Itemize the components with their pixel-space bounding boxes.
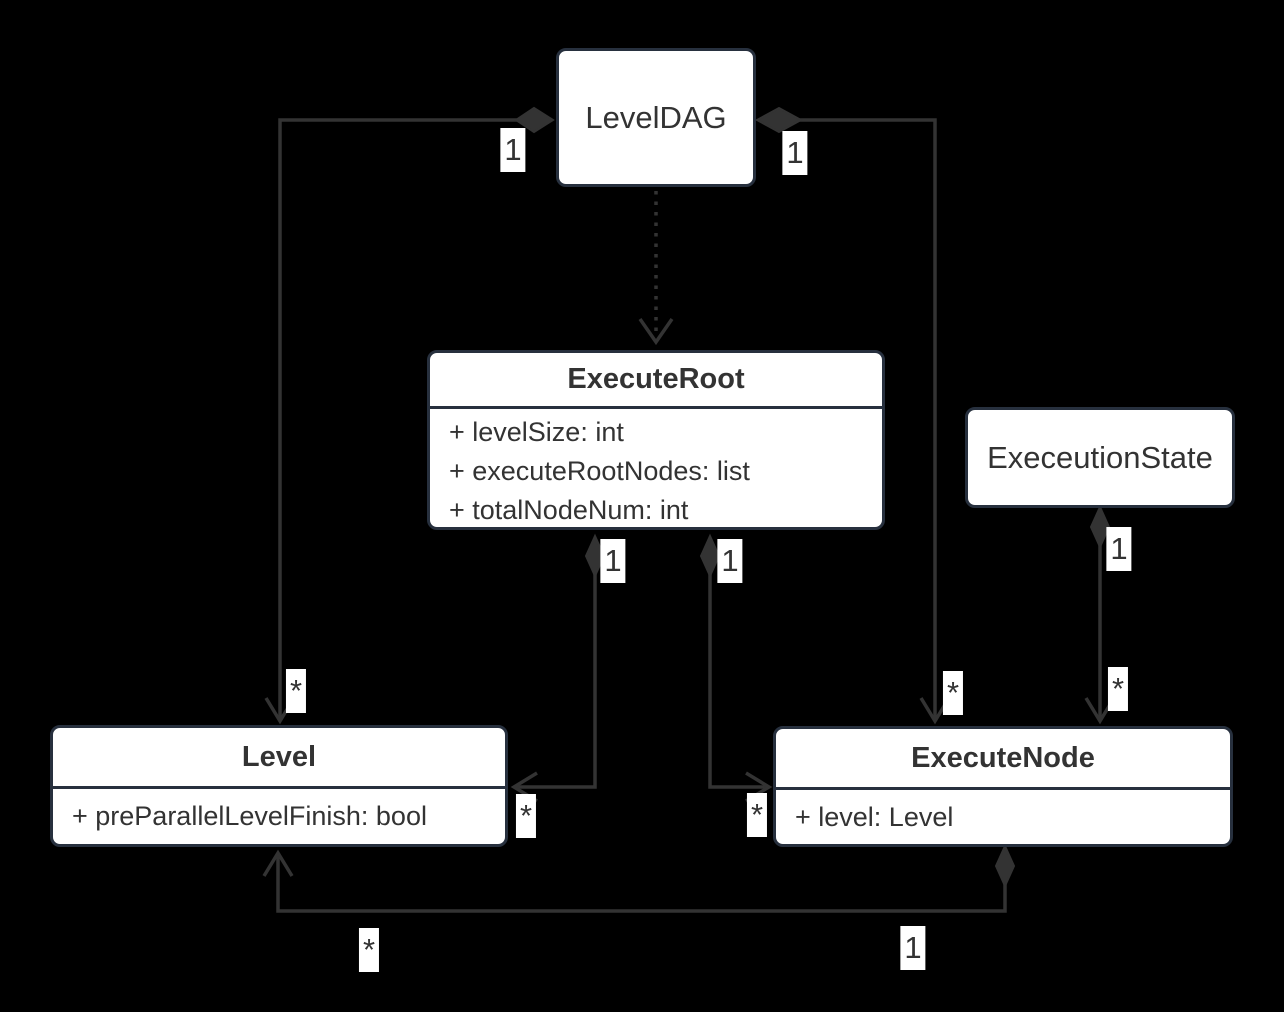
multiplicity-label: * bbox=[942, 671, 964, 715]
edge-path bbox=[276, 856, 1007, 913]
multiplicity-label: * bbox=[746, 793, 768, 837]
class-attribute: + level: Level bbox=[795, 801, 954, 832]
composition-diamond bbox=[1089, 504, 1111, 550]
class-attribute: + levelSize: int bbox=[449, 417, 624, 447]
edge-leveldag-executeroot-dependency bbox=[638, 191, 674, 346]
multiplicity-label: 1 bbox=[900, 926, 926, 970]
multiplicity-label: 1 bbox=[500, 128, 526, 172]
class-attribute: + totalNodeNum: int bbox=[449, 495, 689, 525]
composition-diamond bbox=[514, 106, 555, 134]
edge-execeutionstate-executenode bbox=[1084, 504, 1116, 725]
composition-diamond bbox=[994, 843, 1016, 889]
class-members: + levelSize: int + executeRootNodes: lis… bbox=[430, 406, 882, 534]
edge-executeroot-level bbox=[510, 533, 606, 803]
class-level: Level + preParallelLevelFinish: bool bbox=[50, 725, 508, 847]
multiplicity-label: 1 bbox=[717, 539, 743, 583]
multiplicity-label: 1 bbox=[1106, 527, 1132, 571]
class-leveldag: LevelDAG bbox=[556, 48, 756, 187]
edge-path bbox=[708, 574, 767, 789]
multiplicity-label: 1 bbox=[782, 131, 808, 175]
edge-path bbox=[799, 118, 937, 718]
class-attribute: + preParallelLevelFinish: bool bbox=[72, 801, 427, 831]
class-executeroot: ExecuteRoot + levelSize: int + executeRo… bbox=[427, 350, 885, 530]
class-executenode: ExecuteNode + level: Level bbox=[773, 726, 1233, 847]
multiplicity-label: 1 bbox=[600, 539, 626, 583]
composition-diamond bbox=[754, 106, 804, 134]
multiplicity-label: * bbox=[285, 669, 307, 713]
multiplicity-label: * bbox=[1107, 667, 1129, 711]
class-members: + level: Level bbox=[776, 787, 1230, 844]
class-name: ExecuteNode bbox=[911, 741, 1095, 774]
open-arrowhead bbox=[638, 318, 674, 346]
class-name: Level bbox=[241, 740, 317, 773]
class-execeutionstate: ExeceutionState bbox=[965, 407, 1235, 508]
open-arrowhead bbox=[262, 849, 294, 877]
class-name: LevelDAG bbox=[585, 99, 727, 135]
class-name: ExeceutionState bbox=[987, 439, 1213, 475]
edge-path bbox=[278, 118, 518, 718]
multiplicity-label: * bbox=[515, 794, 537, 838]
edge-executenode-level bbox=[262, 843, 1016, 913]
edge-path bbox=[516, 574, 597, 789]
class-name: ExecuteRoot bbox=[567, 363, 745, 395]
class-members: + preParallelLevelFinish: bool bbox=[53, 786, 505, 844]
multiplicity-label: * bbox=[358, 928, 380, 972]
edge-executeroot-executenode bbox=[699, 533, 773, 803]
class-attribute: + executeRootNodes: list bbox=[449, 456, 750, 486]
composition-diamond bbox=[699, 533, 721, 579]
